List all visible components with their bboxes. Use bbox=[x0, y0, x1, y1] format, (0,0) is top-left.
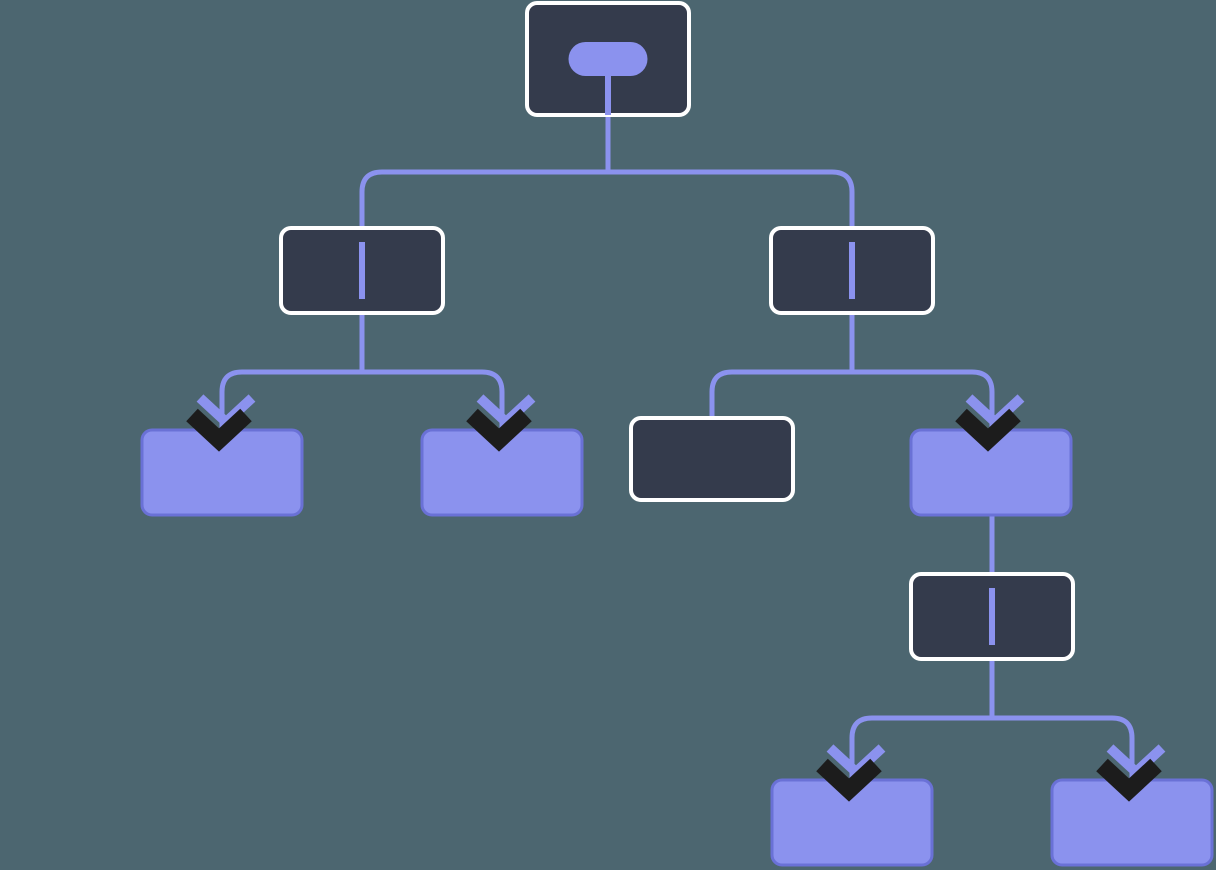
tree-edge bbox=[359, 115, 611, 228]
through-lines-layer bbox=[359, 242, 995, 645]
tree-edge bbox=[219, 313, 365, 430]
root-marker-stem bbox=[605, 76, 611, 115]
arrow-marker bbox=[466, 408, 532, 452]
arrow-marker bbox=[816, 758, 882, 802]
tree-edge bbox=[849, 313, 995, 430]
arrow-dark-layer bbox=[186, 408, 1162, 802]
arrow-marker bbox=[955, 408, 1021, 452]
root-marker-pill bbox=[568, 42, 648, 76]
tree-edge bbox=[359, 313, 505, 430]
nodes-layer bbox=[140, 1, 1214, 867]
root-marker-layer bbox=[568, 42, 648, 115]
tree-edge bbox=[849, 659, 995, 780]
arrow-marker bbox=[1096, 758, 1162, 802]
tree-edge bbox=[605, 115, 855, 228]
tree-edge bbox=[709, 313, 855, 418]
arrow-marker bbox=[186, 408, 252, 452]
collapsed-node[interactable] bbox=[629, 416, 795, 502]
tree-edge bbox=[989, 659, 1135, 780]
node-rect[interactable] bbox=[629, 416, 795, 502]
edges-layer bbox=[219, 115, 1135, 780]
